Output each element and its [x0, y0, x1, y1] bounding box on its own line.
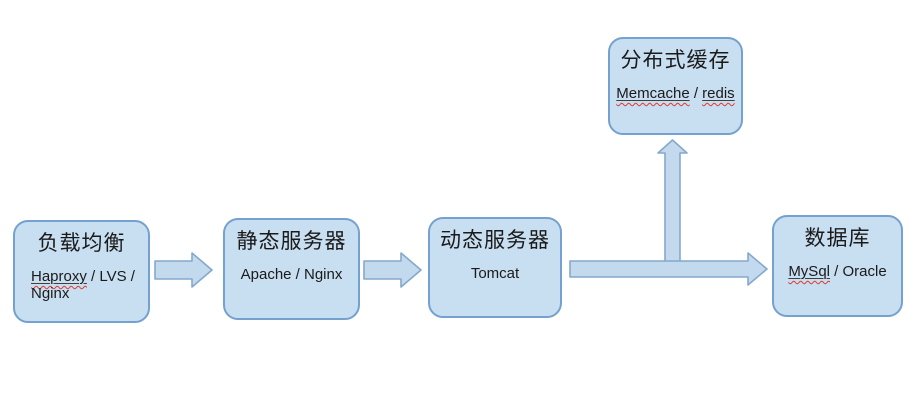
node-static-server: 静态服务器 Apache / Nginx [223, 218, 360, 320]
arrow-to-database [569, 252, 768, 286]
node-distributed-cache: 分布式缓存 Memcache / redis [608, 37, 743, 135]
tech-text: Nginx [31, 285, 70, 302]
tech-text: / Oracle [830, 263, 887, 280]
node-database: 数据库 MySql / Oracle [772, 215, 903, 317]
misspelled-word: Haproxy [31, 268, 87, 285]
node-static-server-tech: Apache / Nginx [240, 266, 343, 283]
misspelled-word: MySql [788, 263, 830, 280]
node-dynamic-server: 动态服务器 Tomcat [428, 217, 562, 318]
tech-text: / [689, 85, 703, 102]
misspelled-word: Memcache [616, 85, 690, 102]
node-database-tech: MySql / Oracle [774, 263, 901, 280]
node-database-title: 数据库 [804, 226, 871, 250]
node-load-balancing: 负载均衡 Haproxy / LVS / Nginx [13, 220, 150, 323]
node-dynamic-server-title: 动态服务器 [440, 228, 550, 252]
misspelled-word: redis [702, 85, 735, 102]
node-distributed-cache-tech: Memcache / redis [610, 85, 741, 102]
node-dynamic-server-tech: Tomcat [470, 265, 520, 282]
node-static-server-title: 静态服务器 [236, 229, 347, 253]
arrow-to-static-server [154, 252, 213, 288]
node-load-balancing-tech: Haproxy / LVS / Nginx [15, 268, 148, 302]
node-distributed-cache-title: 分布式缓存 [620, 48, 731, 72]
arrow-to-dynamic-server [363, 252, 422, 288]
node-load-balancing-title: 负载均衡 [37, 231, 126, 255]
tech-text: / LVS / [86, 268, 135, 285]
arrow-up-to-distributed-cache [657, 139, 688, 265]
